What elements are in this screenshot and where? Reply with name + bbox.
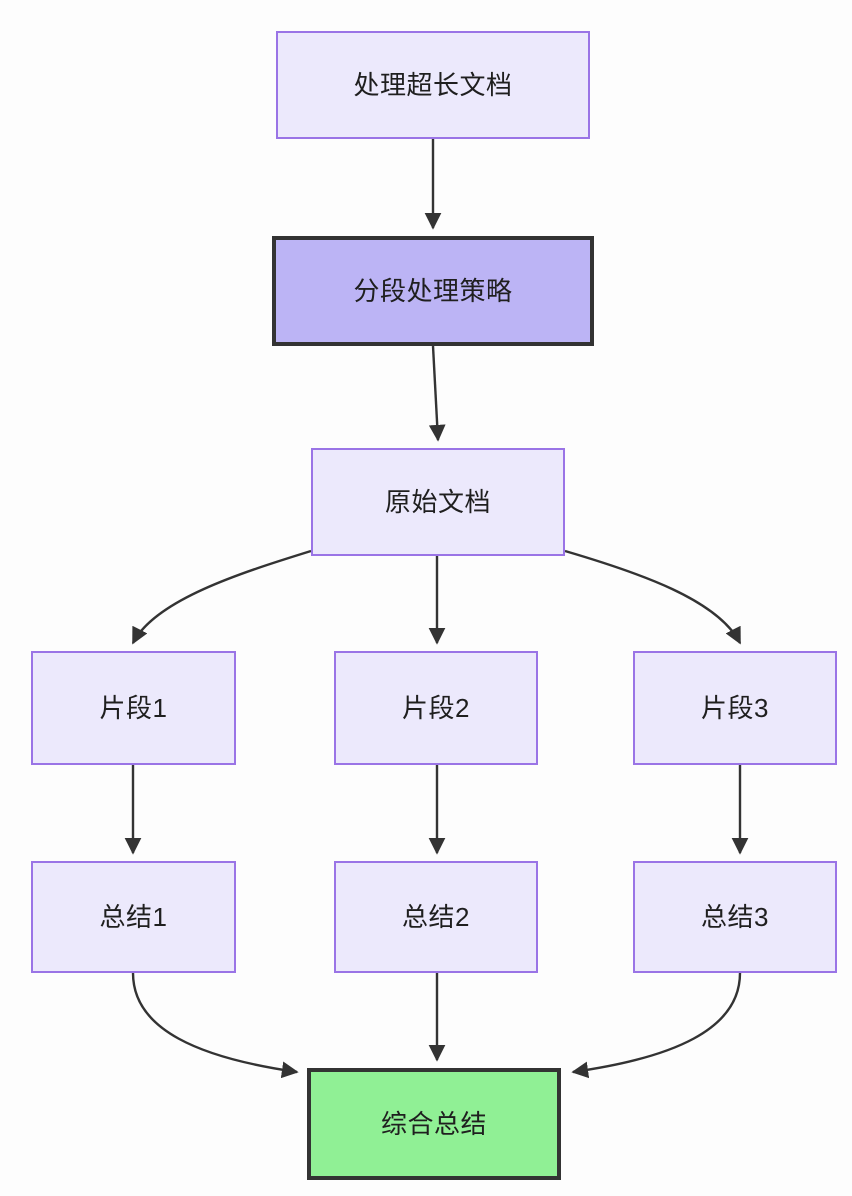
node-label: 综合总结 — [380, 1108, 487, 1139]
node-label: 总结1 — [99, 901, 168, 932]
node-summary-2[interactable]: 总结2 — [334, 861, 538, 973]
node-label: 总结3 — [701, 901, 769, 932]
node-original-document[interactable]: 原始文档 — [311, 448, 565, 556]
node-fragment-1[interactable]: 片段1 — [31, 651, 236, 765]
node-label: 分段处理策略 — [353, 275, 513, 306]
node-label: 处理超长文档 — [353, 69, 513, 100]
node-summary-1[interactable]: 总结1 — [31, 861, 236, 973]
edge-n2-n3 — [428, 345, 446, 442]
node-label: 总结2 — [402, 901, 470, 932]
edge-n3-n6 — [564, 549, 742, 645]
edge-n3-n4 — [131, 549, 312, 645]
node-fragment-3[interactable]: 片段3 — [633, 651, 837, 765]
node-fragment-2[interactable]: 片段2 — [334, 651, 538, 765]
node-label: 片段3 — [701, 692, 769, 723]
node-summary-3[interactable]: 总结3 — [633, 861, 837, 973]
edge-n7-n10 — [131, 972, 299, 1079]
node-label: 原始文档 — [384, 486, 491, 517]
node-chunking-strategy[interactable]: 分段处理策略 — [272, 236, 594, 346]
node-label: 片段2 — [402, 692, 470, 723]
node-label: 片段1 — [99, 692, 168, 723]
edge-n9-n10 — [571, 972, 742, 1079]
node-process-long-document[interactable]: 处理超长文档 — [276, 31, 590, 139]
node-comprehensive-summary[interactable]: 综合总结 — [307, 1068, 561, 1180]
